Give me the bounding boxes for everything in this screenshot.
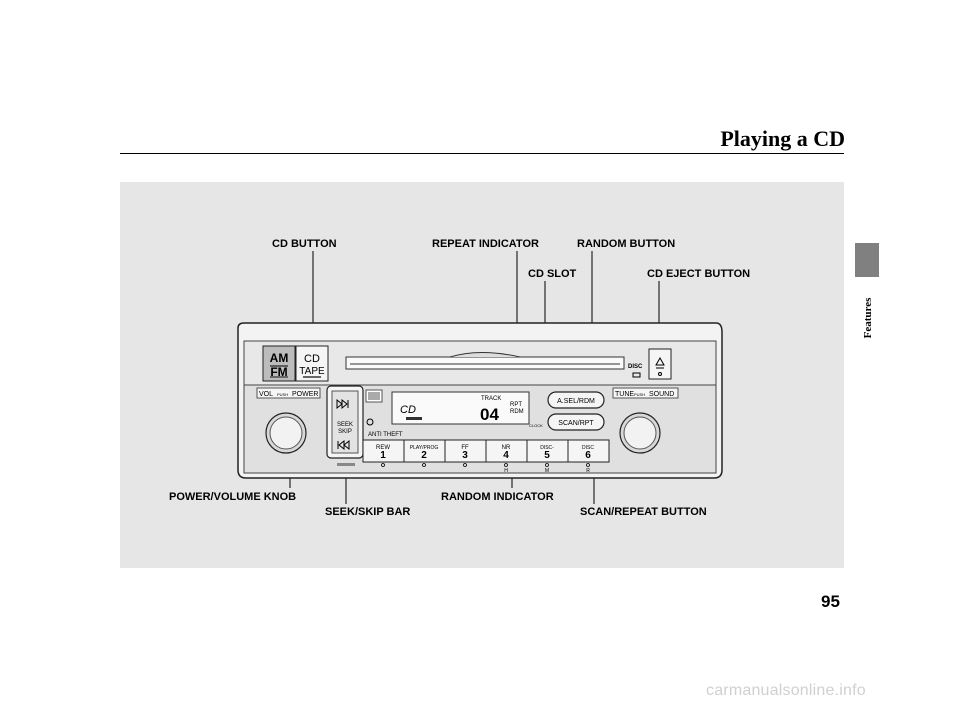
section-tab bbox=[855, 243, 879, 277]
track-number: 04 bbox=[480, 405, 499, 424]
scan-repeat-button bbox=[547, 413, 605, 431]
tune-push-label: PUSH bbox=[634, 392, 645, 397]
track-label: TRACK bbox=[481, 396, 501, 402]
preset-5-number: 5 bbox=[544, 450, 550, 461]
anti-theft-label: ANTI THEFT bbox=[368, 432, 403, 438]
clock-label: CLOCK bbox=[529, 423, 543, 428]
tape-label: TAPE bbox=[299, 366, 325, 377]
asel-rdm-label: A.SEL/RDM bbox=[557, 398, 595, 405]
preset-3-number: 3 bbox=[462, 450, 468, 461]
preset-2-label: PLAY/PROG bbox=[410, 445, 439, 451]
m-label: M bbox=[545, 468, 549, 474]
vol-label: VOL bbox=[259, 391, 273, 398]
callout-cd-button: CD BUTTON bbox=[272, 238, 337, 250]
preset-6-label: DISC bbox=[582, 445, 594, 451]
preset-4-number: 4 bbox=[503, 450, 509, 461]
rdm-indicator: RDM bbox=[510, 409, 524, 415]
callout-random-button: RANDOM BUTTON bbox=[577, 238, 676, 250]
page-number: 95 bbox=[821, 592, 840, 611]
callout-cd-eject-button: CD EJECT BUTTON bbox=[647, 268, 751, 280]
random-button bbox=[547, 391, 605, 409]
preset-3-label: FF bbox=[461, 445, 469, 451]
cd-label: CD bbox=[304, 353, 320, 365]
callout-random-indicator: RANDOM INDICATOR bbox=[441, 491, 554, 503]
callout-cd-slot: CD SLOT bbox=[528, 268, 577, 280]
tune-sound-label: SOUND bbox=[649, 391, 674, 398]
fm-label: FM bbox=[270, 365, 287, 379]
skip-label: SKIP bbox=[338, 429, 352, 435]
am-label: AM bbox=[270, 351, 289, 365]
r-label: R bbox=[586, 468, 590, 474]
tune-label: TUNE bbox=[615, 391, 634, 398]
preset-5-label: DISC- bbox=[540, 445, 554, 451]
preset-1-number: 1 bbox=[380, 450, 386, 461]
callout-power-volume-knob: POWER/VOLUME KNOB bbox=[169, 491, 297, 503]
preset-6-number: 6 bbox=[585, 450, 591, 461]
header-rule bbox=[120, 153, 844, 154]
callout-seek-skip-bar: SEEK/SKIP BAR bbox=[325, 506, 411, 518]
callout-scan-repeat-button: SCAN/REPEAT BUTTON bbox=[580, 506, 707, 518]
vol-power-label: POWER bbox=[292, 391, 318, 398]
preset-2-number: 2 bbox=[421, 450, 427, 461]
preset-4-label: NR bbox=[502, 445, 511, 451]
eject-button bbox=[648, 348, 672, 380]
scan-rpt-label: SCAN/RPT bbox=[558, 420, 594, 427]
callout-repeat-indicator: REPEAT INDICATOR bbox=[432, 238, 539, 250]
watermark: carmanualsonline.info bbox=[706, 682, 866, 699]
page-title: Playing a CD bbox=[720, 126, 845, 151]
vol-push-label: PUSH bbox=[277, 392, 288, 397]
disc-label: DISC bbox=[628, 364, 643, 370]
preset-1-label: REW bbox=[376, 445, 390, 451]
rpt-indicator: RPT bbox=[510, 402, 522, 408]
h-label: H bbox=[504, 468, 508, 474]
seek-label: SEEK bbox=[337, 422, 353, 428]
display-mode: CD bbox=[400, 404, 416, 416]
